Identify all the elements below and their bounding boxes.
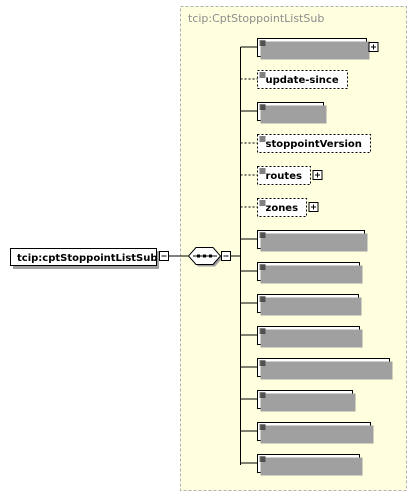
node-shadow	[260, 233, 368, 252]
child-element-include-agency[interactable]: include-agency	[240, 326, 363, 348]
node-shadow	[260, 393, 356, 412]
node-shadow	[260, 41, 370, 60]
node-shadow	[260, 425, 374, 444]
child-element-effective[interactable]: effective	[240, 102, 327, 124]
child-element-include-facility[interactable]: include-facility	[240, 294, 362, 316]
simple-content-icon	[259, 168, 266, 174]
child-element-include-signal[interactable]: include-signal	[240, 390, 356, 412]
sequence-collapse-icon[interactable]	[221, 251, 231, 261]
simple-content-icon	[259, 392, 266, 398]
root-element-label: tcip:cptStoppointListSub	[17, 253, 158, 264]
child-element-box	[257, 198, 307, 217]
simple-content-icon	[259, 296, 266, 302]
child-element-box	[257, 166, 311, 185]
node-shadow	[260, 297, 362, 316]
simple-content-icon	[259, 104, 266, 110]
node-shadow	[260, 105, 327, 124]
expand-icon[interactable]	[308, 202, 319, 212]
simple-content-icon	[259, 328, 266, 334]
simple-content-icon	[259, 424, 266, 430]
child-element-routes[interactable]: routes	[240, 166, 323, 185]
simple-content-icon	[259, 40, 266, 46]
child-element-include-construction[interactable]: include-construction	[240, 358, 393, 380]
child-element-include-location[interactable]: include-location	[240, 230, 368, 252]
child-element-box	[257, 134, 371, 153]
child-element-include-history[interactable]: include-history	[240, 454, 363, 476]
node-shadow	[260, 457, 363, 476]
child-element-label: update-since	[266, 75, 339, 86]
simple-content-icon	[259, 232, 266, 238]
simple-content-icon	[259, 264, 266, 270]
child-element-label: routes	[266, 171, 302, 182]
sequence-compositor-icon	[187, 247, 223, 267]
child-element-label: zones	[266, 203, 299, 214]
simple-content-icon	[259, 200, 266, 206]
type-label: tcip:CptStoppointListSub	[188, 12, 324, 25]
expand-icon[interactable]	[368, 42, 379, 52]
expand-icon[interactable]	[312, 170, 323, 180]
simple-content-icon	[259, 72, 266, 78]
node-shadow	[260, 361, 393, 380]
child-element-box	[257, 70, 348, 89]
node-shadow	[260, 265, 363, 284]
simple-content-icon	[259, 136, 266, 142]
child-element-zones[interactable]: zones	[240, 198, 319, 217]
root-collapse-icon[interactable]	[159, 251, 169, 261]
root-element-node[interactable]: tcip:cptStoppointListSub	[10, 248, 160, 270]
child-element-stoppointVersion[interactable]: stoppointVersion	[240, 134, 371, 153]
child-element-label: stoppointVersion	[266, 139, 362, 150]
simple-content-icon	[259, 456, 266, 462]
node-shadow	[260, 329, 363, 348]
child-element-include-service[interactable]: include-service	[240, 262, 363, 284]
child-element-update-since[interactable]: update-since	[240, 70, 348, 89]
child-element-subscriptionInfo[interactable]: subscriptionInfo	[240, 38, 379, 60]
child-element-include-incidents[interactable]: include-incidents	[240, 422, 374, 444]
simple-content-icon	[259, 360, 266, 366]
